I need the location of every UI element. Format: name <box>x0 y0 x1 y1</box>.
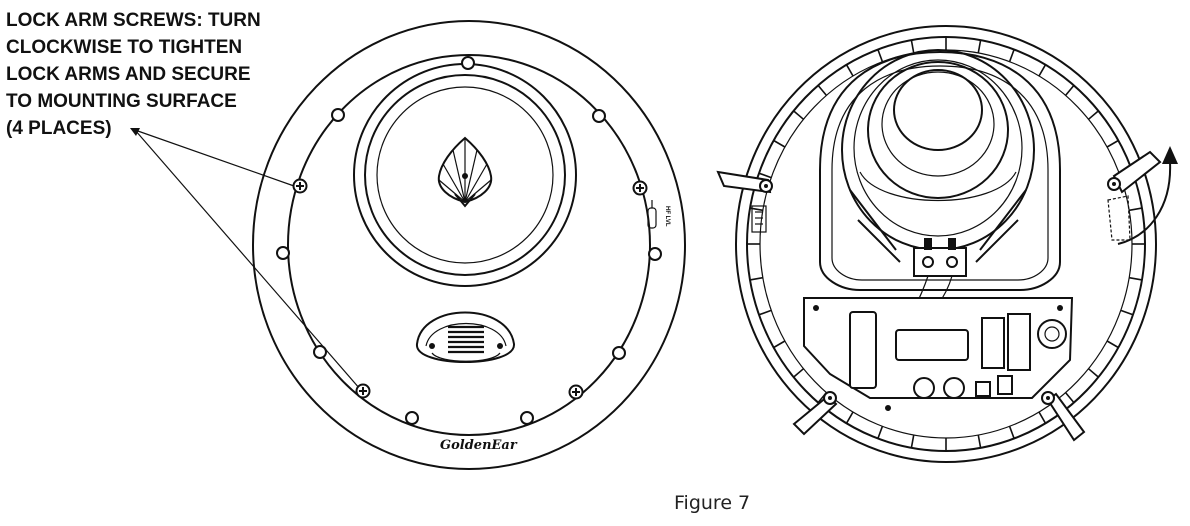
frame-rib <box>1008 426 1015 439</box>
frame-rib <box>977 434 982 449</box>
lock-arm <box>1041 391 1086 442</box>
tweeter-level-switch: HF LVL <box>647 200 670 229</box>
frame-rib <box>845 411 854 424</box>
figure-caption: Figure 7 <box>674 492 750 514</box>
lock-arm <box>792 391 838 436</box>
woofer-basket <box>819 49 1061 331</box>
frame-rib <box>758 309 772 316</box>
frame-rib <box>1129 276 1143 281</box>
lock-arm-callout: LOCK ARM SCREWS: TURN CLOCKWISE TO TIGHT… <box>6 10 261 139</box>
input-terminal-block <box>975 381 991 397</box>
golden-ear-logo-icon <box>437 136 493 208</box>
frame-rib <box>793 110 805 120</box>
mount-hole <box>648 247 662 261</box>
speaker-terminals <box>913 247 967 277</box>
crossover-inductor <box>1037 319 1067 349</box>
callout-line-1: LOCK ARM SCREWS: TURN <box>6 10 261 31</box>
mount-hole <box>520 411 534 425</box>
frame-rib <box>1038 411 1047 424</box>
mount-hole <box>331 108 345 122</box>
crossover-resistor <box>895 329 969 361</box>
input-terminal <box>943 377 965 399</box>
callout-line-4: TO MOUNTING SURFACE <box>6 91 237 112</box>
frame-rib <box>1106 139 1119 148</box>
tweeter-switch-label: HF LVL <box>664 206 670 227</box>
screw-icon <box>568 384 584 400</box>
mount-hole <box>612 346 626 360</box>
callout-line-3: LOCK ARMS AND SECURE <box>6 64 251 85</box>
frame-rib <box>749 276 763 281</box>
frame-rib <box>1008 49 1015 62</box>
frame-rib <box>1038 64 1047 77</box>
frame-rib <box>773 139 786 148</box>
speaker-rear-view <box>716 25 1178 463</box>
frame-rib <box>793 368 805 378</box>
lock-arm <box>1107 150 1162 241</box>
screw-icon <box>292 178 308 194</box>
inner-bezel-ring <box>287 54 651 436</box>
lock-arm-screws <box>292 178 648 400</box>
screw-icon <box>355 383 371 399</box>
frame-rib <box>817 84 828 96</box>
frame-rib <box>758 172 772 179</box>
frame-rib <box>877 426 884 439</box>
leader-line-junction <box>130 128 140 136</box>
lock-arms <box>716 150 1162 442</box>
callout-line-2: CLOCKWISE TO TIGHTEN <box>6 37 242 58</box>
mount-hole <box>461 56 475 70</box>
mount-hole <box>592 109 606 123</box>
frame-rib <box>773 340 786 349</box>
grille-mount-holes <box>276 56 662 425</box>
tweeter-dome <box>415 311 516 363</box>
rear-label-strip <box>751 205 767 233</box>
crossover-component <box>981 317 1005 369</box>
frame-rib <box>1106 340 1119 349</box>
crossover-board <box>803 297 1074 411</box>
mount-hole <box>405 411 419 425</box>
crossover-component <box>1007 313 1031 371</box>
input-terminal <box>913 377 935 399</box>
frame-rib <box>1087 368 1099 378</box>
screw-icon <box>632 180 648 196</box>
frame-rib <box>910 39 915 54</box>
frame-rib <box>1064 392 1075 404</box>
speaker-front-view: HF LVL GoldenEar <box>252 20 686 470</box>
frame-rib <box>1129 207 1143 212</box>
frame-rib <box>1087 110 1099 120</box>
frame-rib <box>1120 309 1134 316</box>
rotation-arrow-icon <box>1117 146 1178 245</box>
frame-rib <box>877 49 884 62</box>
mount-hole <box>313 345 327 359</box>
rear-outer-frame <box>735 25 1157 463</box>
input-terminal-block <box>997 375 1013 395</box>
lock-arm <box>716 170 773 194</box>
callout-line-5: (4 PLACES) <box>6 118 112 139</box>
leader-line-upper <box>134 129 295 187</box>
frame-rib <box>977 39 982 54</box>
golden-ear-brand-logo: GoldenEar <box>440 438 518 453</box>
mount-hole <box>276 246 290 260</box>
frame-rib <box>845 64 854 77</box>
frame-rib <box>1064 84 1075 96</box>
outer-bezel-ring <box>252 20 686 470</box>
crossover-capacitor <box>849 311 877 389</box>
frame-rib <box>910 434 915 449</box>
lock-arm-ghost-position <box>1107 195 1131 241</box>
frame-ribs <box>747 37 1145 451</box>
